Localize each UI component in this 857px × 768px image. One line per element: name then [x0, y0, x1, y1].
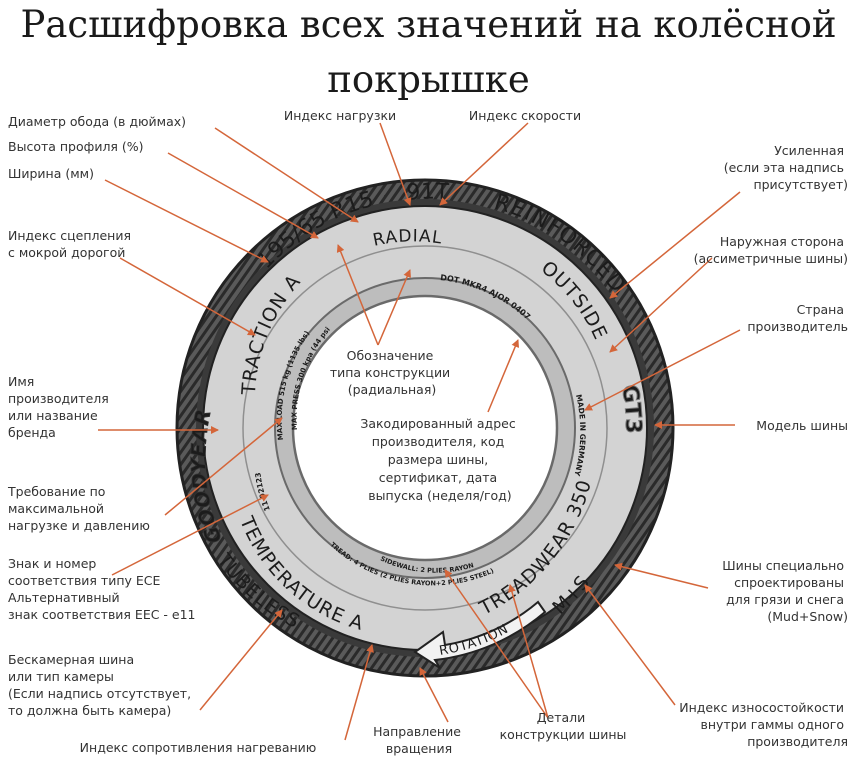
leader-coded — [487, 339, 519, 413]
leader-reinforced — [609, 191, 741, 299]
leader-country — [584, 329, 741, 411]
label-country: Страна производитель — [747, 302, 848, 334]
leader-max-load — [164, 417, 283, 516]
leader-construction-2 — [377, 269, 411, 346]
leader-profile — [167, 152, 319, 239]
leader-treadwear — [584, 584, 676, 706]
leader-plies-1 — [508, 584, 549, 719]
leader-mud-snow — [614, 562, 709, 589]
leader-tubeless — [199, 609, 283, 711]
label-construction: Обозначение типа конструкции (радиальная… — [330, 348, 454, 397]
label-model: Модель шины — [756, 418, 848, 433]
leader-plies-2 — [444, 569, 549, 719]
label-plies: Детали конструкции шины — [500, 710, 627, 742]
leader-heat — [344, 644, 374, 741]
label-coded: Закодированный адрес производителя, код … — [360, 416, 519, 503]
label-load-index: Индекс нагрузки — [284, 108, 396, 123]
label-mud-snow: Шины специально спроектированы для грязи… — [722, 558, 848, 624]
leader-construction-1 — [336, 244, 379, 346]
label-outer-side: Наружная сторона (ассиметричные шины) — [694, 234, 848, 266]
rotation-arrow-icon — [413, 600, 547, 669]
title-line-1: Расшифровка всех значений на колёсной — [20, 3, 837, 46]
leader-wet-grip — [119, 257, 256, 336]
leader-rim — [214, 127, 359, 223]
leader-ece — [111, 494, 269, 576]
leader-speed — [439, 122, 529, 206]
label-maker: Имя производителя или название бренда — [8, 374, 113, 440]
title-line-2: покрышке — [327, 58, 530, 101]
label-rotation: Направление вращения — [373, 724, 465, 756]
tire — [175, 178, 675, 678]
label-speed-index: Индекс скорости — [469, 108, 581, 123]
label-wet-grip: Индекс сцепления с мокрой дорогой — [8, 228, 135, 260]
label-width: Ширина (мм) — [8, 166, 94, 181]
label-rim-diameter: Диаметр обода (в дюймах) — [8, 114, 186, 129]
label-tubeless: Бескамерная шина или тип камеры (Если на… — [8, 652, 195, 718]
label-heat: Индекс сопротивления нагреванию — [80, 740, 317, 755]
callout-labels: Диаметр обода (в дюймах) Высота профиля … — [7, 108, 848, 756]
label-treadwear: Индекс износостойкости внутри гаммы одно… — [679, 700, 848, 749]
leader-load — [379, 122, 412, 206]
leader-width — [104, 179, 269, 263]
model-logo-text: GT3 — [616, 383, 645, 434]
leader-outer-side — [609, 257, 713, 353]
leader-lines — [98, 122, 741, 741]
label-profile-height: Высота профиля (%) — [8, 139, 144, 154]
label-ece: Знак и номер соответствия типу ECE Альте… — [8, 556, 196, 622]
label-max-load: Требование по максимальной нагрузке и да… — [7, 484, 150, 533]
leader-rotation — [419, 667, 449, 723]
label-reinforced: Усиленная (если эта надпись присутствует… — [724, 143, 848, 192]
